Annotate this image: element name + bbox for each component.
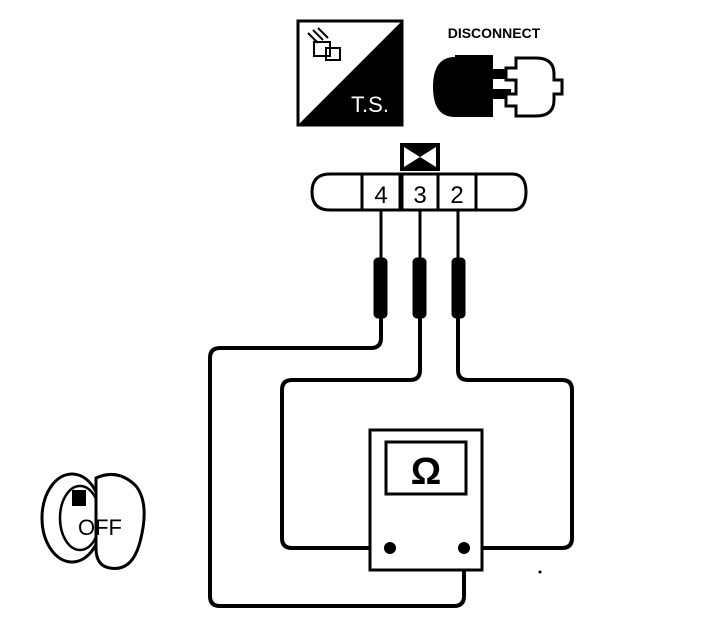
ohmmeter-icon: Ω (368, 428, 484, 572)
ignition-key-off-icon: OFF (40, 472, 146, 570)
pin-4-wire (208, 318, 466, 608)
probe-leads (208, 210, 574, 608)
meter-terminal-ohm (458, 542, 470, 554)
pin-2-probe (451, 257, 466, 319)
disconnect-label: DISCONNECT (448, 25, 541, 41)
meter-terminal-com (384, 542, 396, 554)
disconnect-icon: DISCONNECT (433, 25, 564, 118)
pin-3-probe (412, 257, 427, 319)
meter-display (384, 440, 468, 496)
pin-label-2: 2 (450, 182, 463, 209)
ts-label: T.S. (351, 92, 389, 117)
harness-connector: 4 3 2 (310, 172, 528, 212)
pin-label-4: 4 (374, 182, 387, 209)
ignition-label: OFF (78, 515, 122, 540)
speck (538, 570, 542, 574)
pin-4-probe (373, 257, 388, 319)
pin-3-wire (280, 318, 422, 550)
pin-label-3: 3 (413, 182, 426, 209)
pin-2-wire (456, 318, 574, 550)
meter-symbol: Ω (411, 451, 441, 493)
ts-icon: T.S. (296, 19, 404, 127)
connector-marker-icon (400, 143, 440, 171)
